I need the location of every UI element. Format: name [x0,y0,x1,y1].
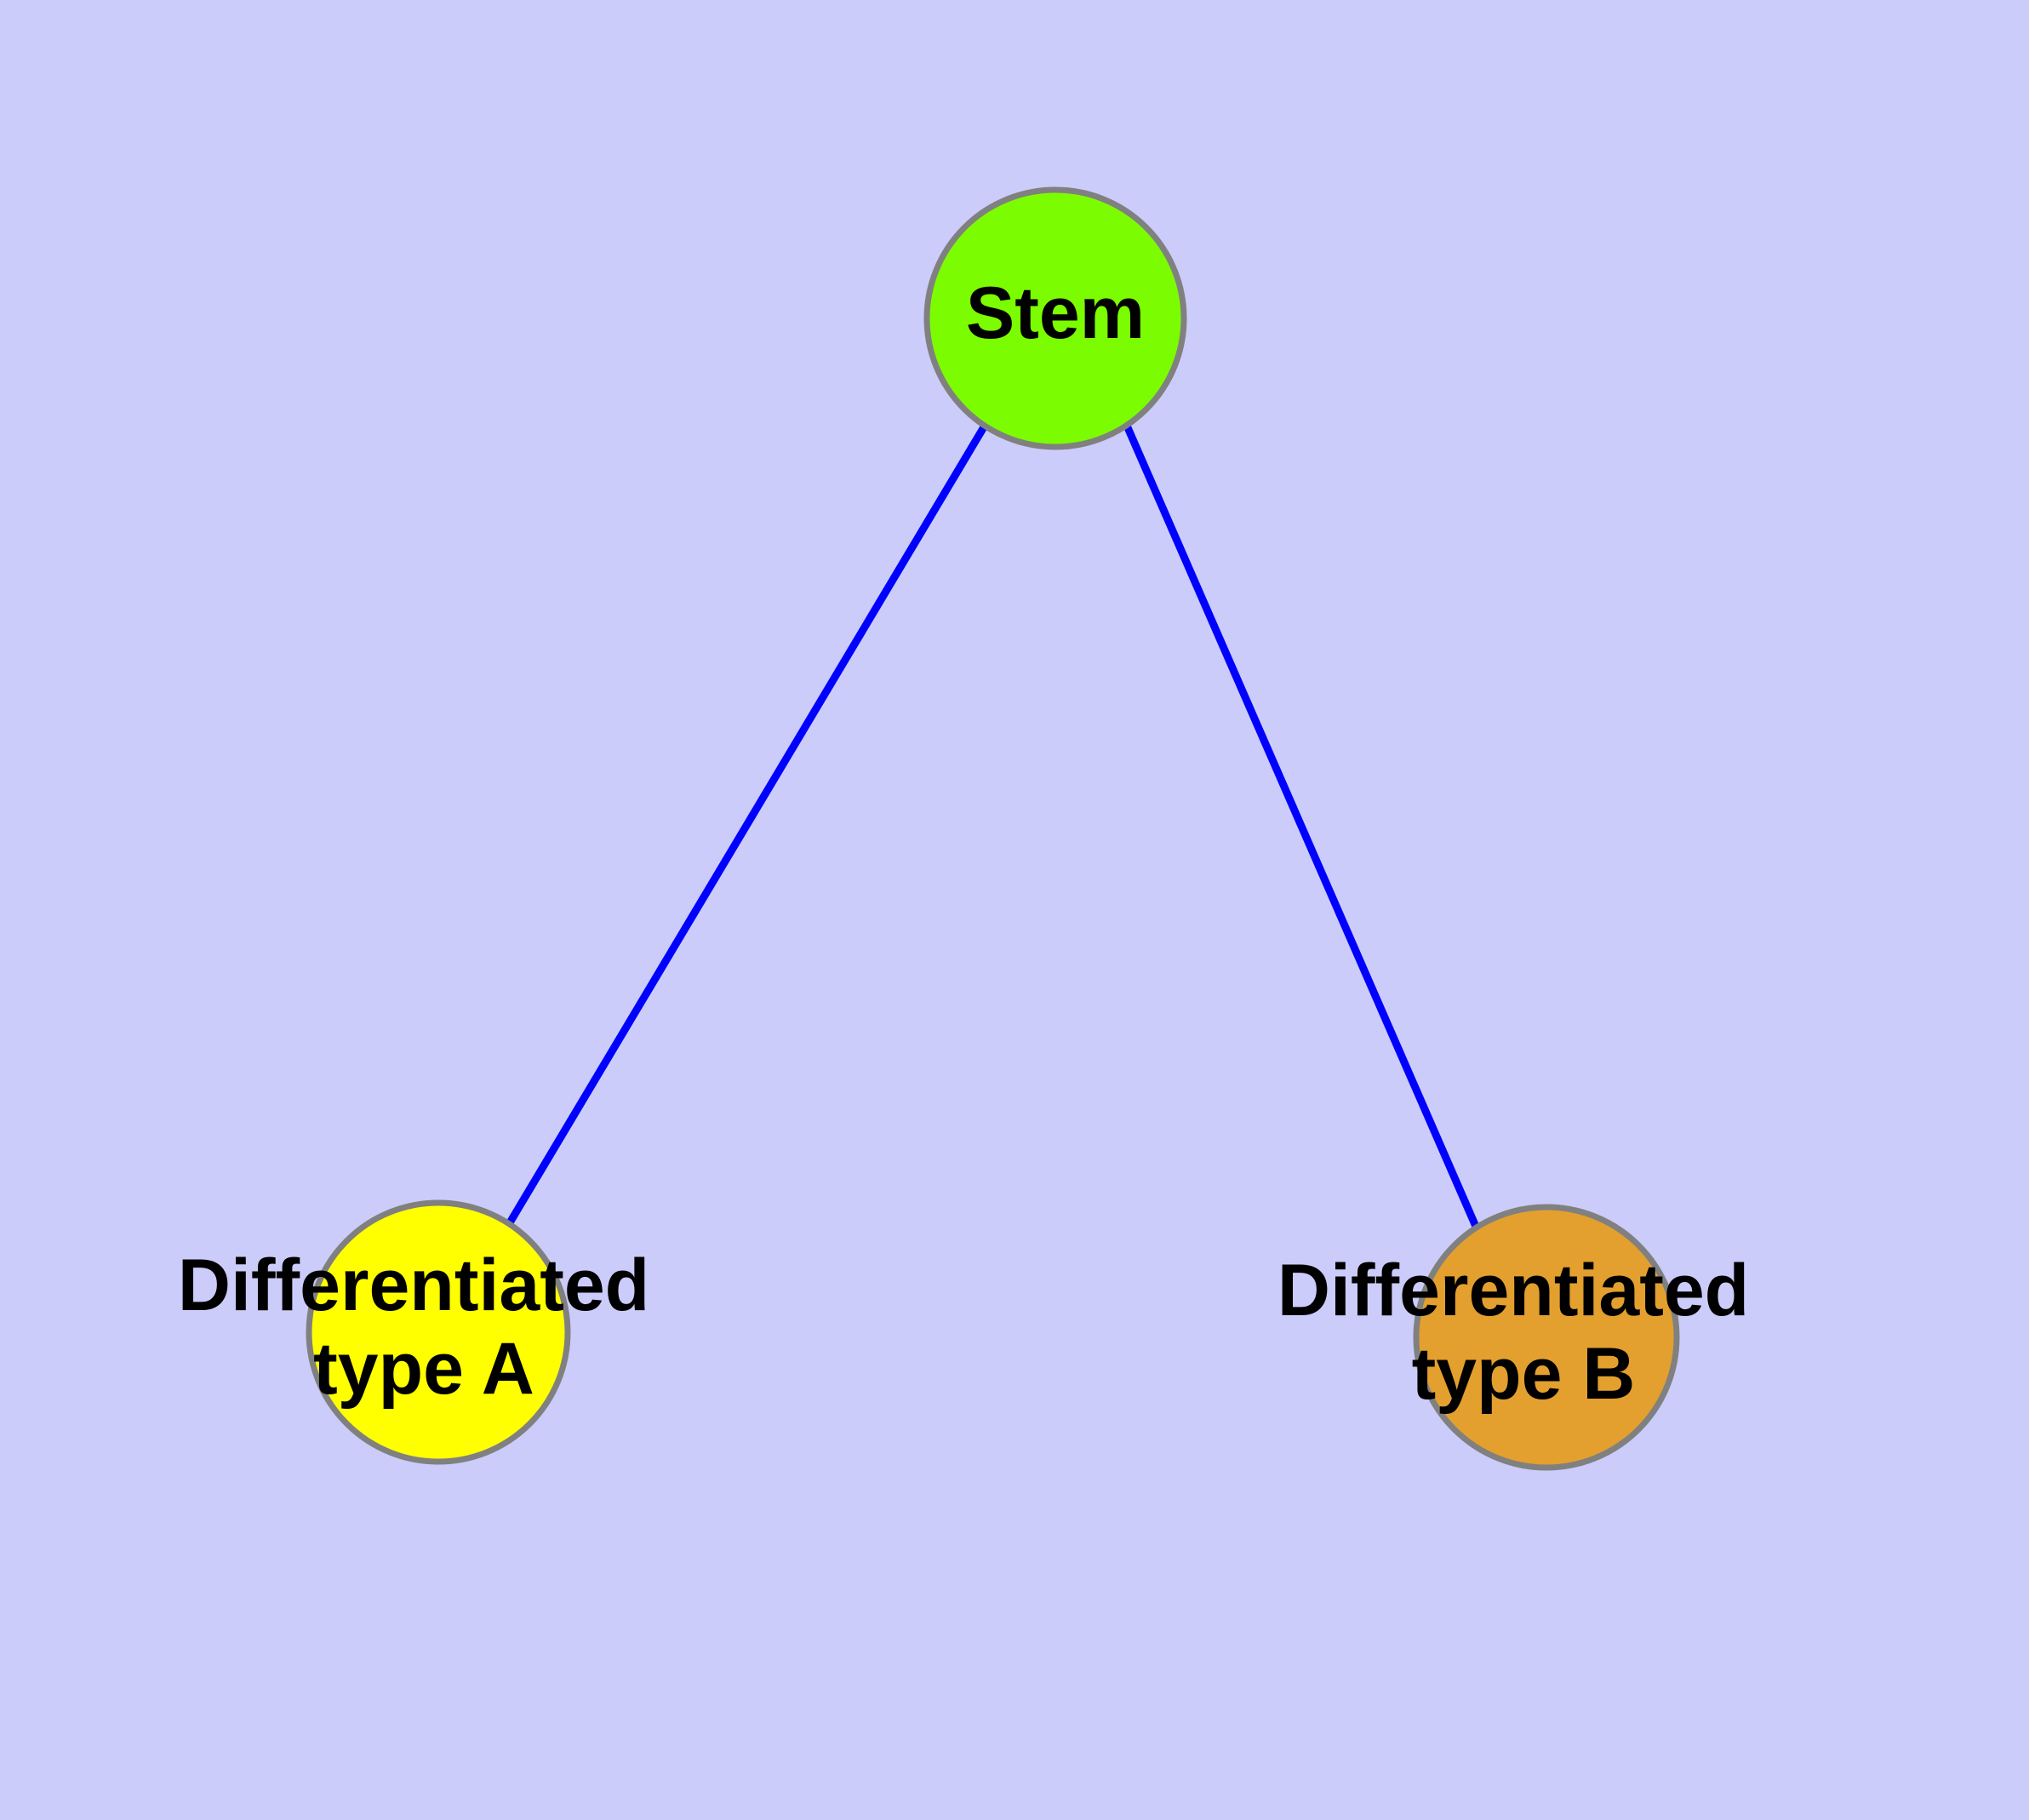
node-differentiated-type-b[interactable] [1413,1204,1680,1471]
edge-stem-to-differentiated-type-b[interactable] [1123,424,1481,1230]
node-label-stem: Stem [966,272,1145,354]
edges-layer [506,423,1481,1230]
node-label-differentiated-type-b: Differentiated type B [1277,1250,1769,1415]
node-stem[interactable] [923,186,1187,450]
node-differentiated-type-a[interactable] [306,1199,571,1465]
edge-stem-to-differentiated-type-a[interactable] [506,423,988,1227]
labels-layer: Stem Differentiated type A Differentiate… [178,272,1769,1415]
nodes-layer [306,186,1680,1471]
node-label-differentiated-type-a: Differentiated type A [178,1245,670,1410]
